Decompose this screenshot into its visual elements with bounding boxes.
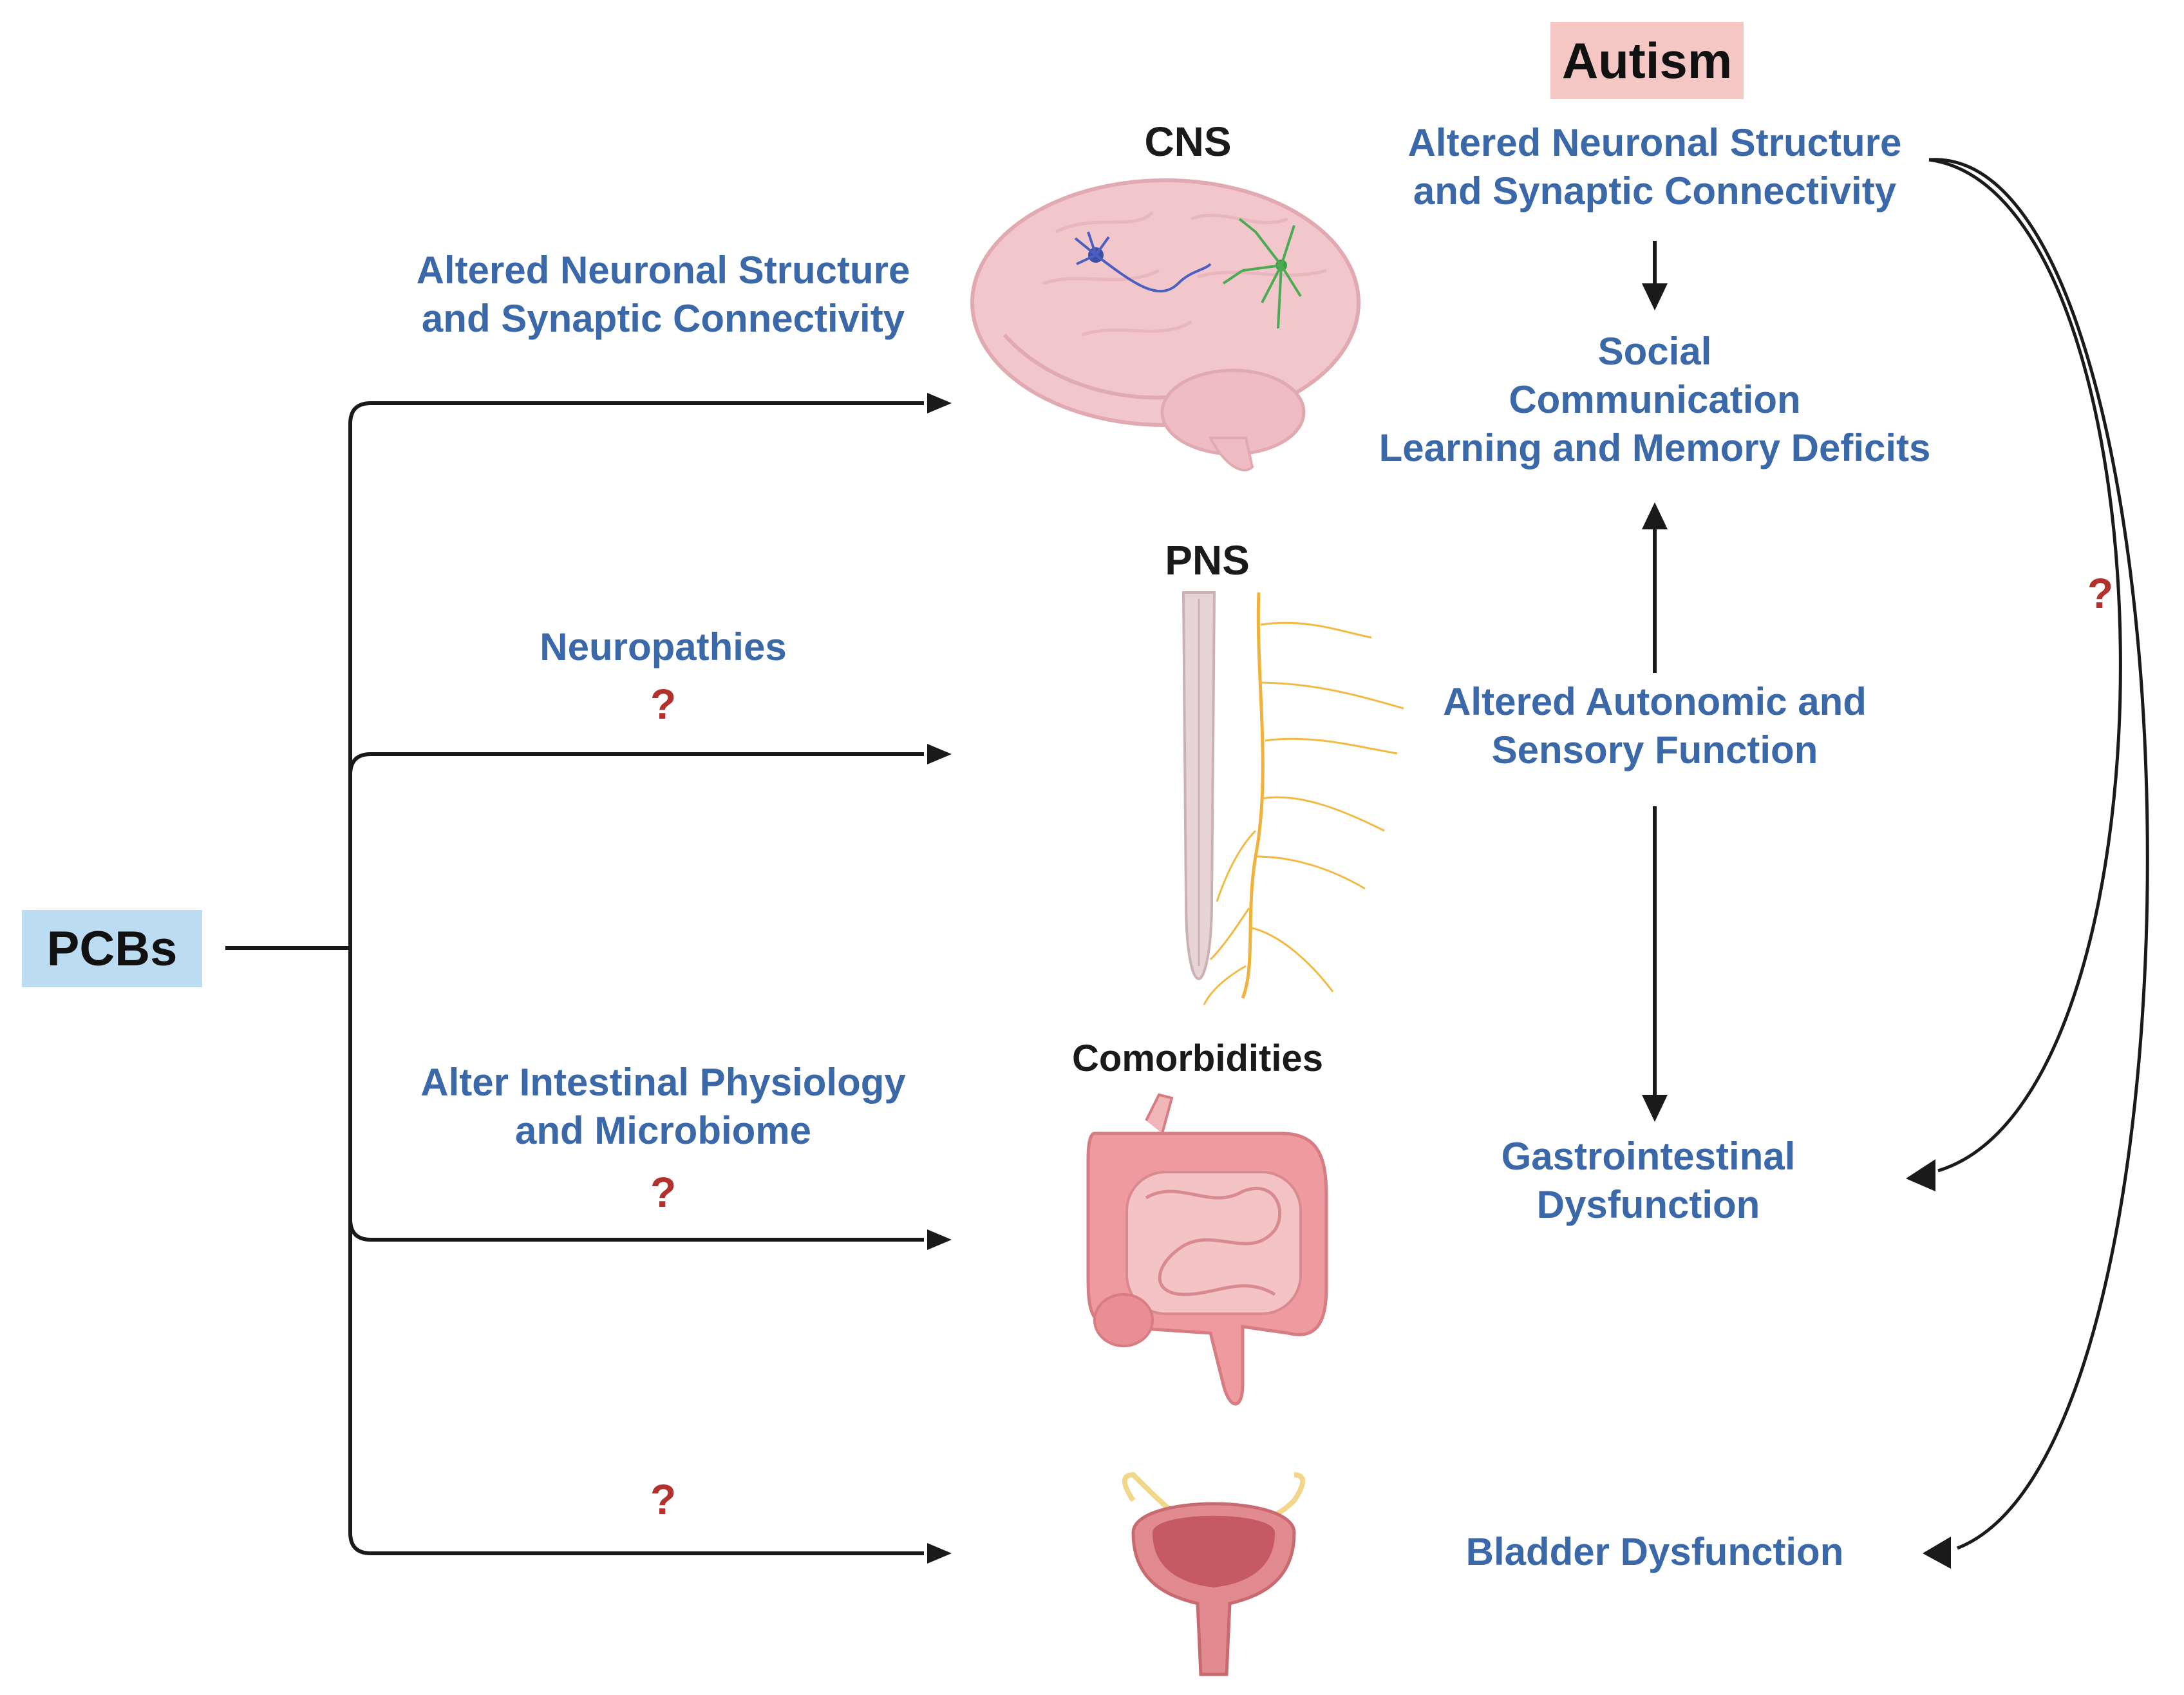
branch-label-gut-line2: and Microbiome bbox=[514, 1109, 812, 1152]
branch-arrowhead-gut bbox=[927, 1229, 952, 1250]
branch-arrow-pns bbox=[348, 752, 924, 775]
autism-gi-line2: Dysfunction bbox=[1536, 1183, 1760, 1226]
pns-title: PNS bbox=[1165, 537, 1250, 583]
autism-structure-label: Altered Neuronal Structure and Synaptic … bbox=[1359, 118, 1951, 215]
comorbidities-title: Comorbidities bbox=[1072, 1037, 1323, 1079]
autism-deficits-line3: Learning and Memory Deficits bbox=[1379, 426, 1931, 469]
question-mark-bladder: ? bbox=[650, 1475, 677, 1523]
bladder-icon bbox=[1122, 1472, 1306, 1676]
branch-label-gut: Alter Intestinal Physiology and Microbio… bbox=[354, 1058, 972, 1155]
autism-deficits-label: Social Communication Learning and Memory… bbox=[1339, 327, 1970, 472]
branch-arrowhead-pns bbox=[927, 744, 952, 764]
curve-arrowhead-gi bbox=[1906, 1159, 1935, 1191]
autism-bladder-label: Bladder Dysfunction bbox=[1465, 1530, 1844, 1573]
arrowhead-structure-to-deficits bbox=[1642, 283, 1668, 310]
autism-structure-line1: Altered Neuronal Structure bbox=[1407, 121, 1902, 164]
curve-arrow-to-bladder bbox=[1928, 158, 2149, 1550]
question-mark-pns: ? bbox=[650, 680, 677, 728]
branch-arrowhead-cns bbox=[927, 393, 952, 413]
cns-title: CNS bbox=[1144, 118, 1232, 165]
autism-title: Autism bbox=[1561, 32, 1733, 89]
branch-arrowhead-bladder bbox=[927, 1543, 952, 1564]
question-mark-curve: ? bbox=[2087, 569, 2114, 617]
branch-label-cns-line2: and Synaptic Connectivity bbox=[421, 297, 905, 340]
autism-autonomic-line2: Sensory Function bbox=[1491, 728, 1818, 772]
pcbs-box: PCBs bbox=[22, 910, 202, 987]
arrowhead-autonomic-to-deficits bbox=[1642, 502, 1668, 529]
branch-label-pns-line1: Neuropathies bbox=[540, 625, 787, 668]
branch-label-gut-line1: Alter Intestinal Physiology bbox=[420, 1061, 906, 1104]
pcbs-label: PCBs bbox=[46, 921, 178, 976]
autism-gi-line1: Gastrointestinal bbox=[1501, 1135, 1796, 1178]
branch-label-cns: Altered Neuronal Structure and Synaptic … bbox=[354, 246, 972, 343]
branch-label-pns: Neuropathies bbox=[354, 623, 972, 671]
intestine-icon bbox=[1086, 1093, 1328, 1406]
branch-arrow-gut-top bbox=[348, 1218, 924, 1242]
autism-structure-line2: and Synaptic Connectivity bbox=[1413, 169, 1897, 213]
curve-arrow-to-gi bbox=[1928, 158, 2122, 1173]
branch-arrow-bladder bbox=[348, 1532, 924, 1555]
spinal-nerves-icon bbox=[1181, 591, 1404, 1005]
autism-autonomic-label: Altered Autonomic and Sensory Function bbox=[1359, 677, 1951, 774]
autism-deficits-line2: Communication bbox=[1509, 378, 1801, 421]
autism-deficits-line1: Social bbox=[1597, 330, 1712, 373]
arrowhead-autonomic-to-gi bbox=[1642, 1095, 1668, 1122]
question-mark-gut: ? bbox=[650, 1168, 677, 1216]
branch-arrow-cns bbox=[348, 401, 924, 424]
autism-box: Autism bbox=[1550, 22, 1744, 99]
brain-icon bbox=[970, 178, 1360, 471]
autism-gi-label: Gastrointestinal Dysfunction bbox=[1423, 1132, 1874, 1229]
autism-autonomic-line1: Altered Autonomic and bbox=[1443, 680, 1867, 723]
branch-label-cns-line1: Altered Neuronal Structure bbox=[416, 249, 910, 292]
curve-arrowhead-bladder bbox=[1923, 1537, 1951, 1569]
